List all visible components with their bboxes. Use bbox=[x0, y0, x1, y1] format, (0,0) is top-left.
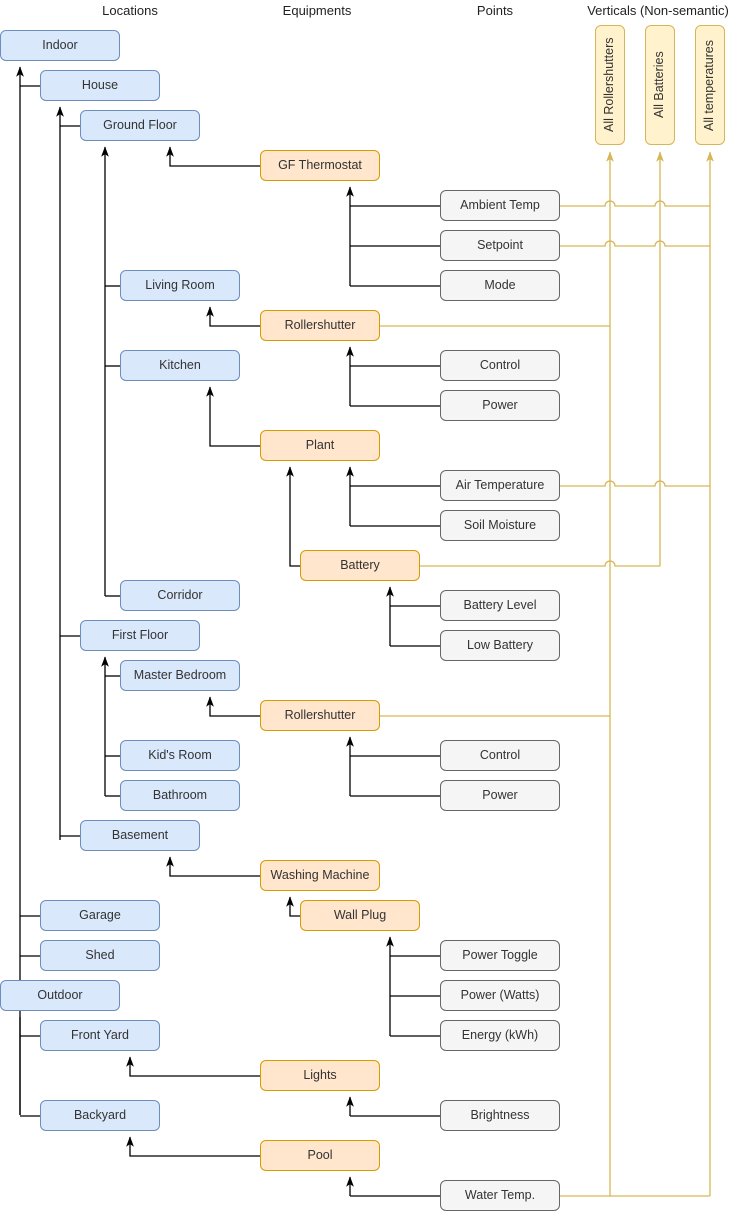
node-label: House bbox=[81, 77, 119, 92]
node-label: Water Temp. bbox=[464, 1187, 536, 1202]
node-label: Lights bbox=[303, 1067, 337, 1082]
node-label: Corridor bbox=[157, 587, 203, 602]
location-node-bathroom[interactable]: Bathroom bbox=[120, 780, 240, 811]
equipment-node-gf-thermostat[interactable]: GF Thermostat bbox=[260, 150, 380, 181]
location-node-living-room[interactable]: Living Room bbox=[120, 270, 240, 301]
equipment-node-plant[interactable]: Plant bbox=[260, 430, 380, 461]
equipment-node-lights[interactable]: Lights bbox=[260, 1060, 380, 1091]
location-node-basement[interactable]: Basement bbox=[80, 820, 200, 851]
location-node-backyard[interactable]: Backyard bbox=[40, 1100, 160, 1131]
node-label: Front Yard bbox=[71, 1027, 129, 1042]
node-label: Control bbox=[479, 747, 521, 762]
point-node-air-temperature[interactable]: Air Temperature bbox=[440, 470, 560, 501]
equipment-node-washing-machine[interactable]: Washing Machine bbox=[260, 860, 380, 891]
point-node-brightness[interactable]: Brightness bbox=[440, 1100, 560, 1131]
node-label: All Rollershutters bbox=[602, 37, 617, 133]
location-node-first-floor[interactable]: First Floor bbox=[80, 620, 200, 651]
column-header-locations: Locations bbox=[102, 3, 158, 18]
node-label: Battery Level bbox=[463, 597, 537, 612]
equipment-node-rollershutter-gf[interactable]: Rollershutter bbox=[260, 310, 380, 341]
point-node-soil-moisture[interactable]: Soil Moisture bbox=[440, 510, 560, 541]
point-node-energy-kwh[interactable]: Energy (kWh) bbox=[440, 1020, 560, 1051]
vertical-node-all-rollershutters[interactable]: All Rollershutters bbox=[595, 25, 625, 145]
node-label: Ground Floor bbox=[103, 117, 177, 132]
point-node-power-gf[interactable]: Power bbox=[440, 390, 560, 421]
column-header-verticals: Verticals (Non-semantic) bbox=[587, 3, 729, 18]
node-label: Backyard bbox=[73, 1107, 127, 1122]
point-node-ambient-temp[interactable]: Ambient Temp bbox=[440, 190, 560, 221]
point-node-battery-level[interactable]: Battery Level bbox=[440, 590, 560, 621]
node-label: Power Toggle bbox=[462, 947, 538, 962]
node-label: Brightness bbox=[470, 1107, 530, 1122]
location-node-indoor[interactable]: Indoor bbox=[0, 30, 120, 61]
node-label: Mode bbox=[484, 277, 516, 292]
node-label: Outdoor bbox=[37, 987, 83, 1002]
location-node-master-bedroom[interactable]: Master Bedroom bbox=[120, 660, 240, 691]
point-node-power-mb[interactable]: Power bbox=[440, 780, 560, 811]
node-label: Low Battery bbox=[466, 637, 533, 652]
node-label: All temperatures bbox=[702, 39, 717, 131]
point-node-control-mb[interactable]: Control bbox=[440, 740, 560, 771]
node-label: Power bbox=[482, 397, 518, 412]
node-label: Power (Watts) bbox=[460, 987, 540, 1002]
location-node-house[interactable]: House bbox=[40, 70, 160, 101]
node-label: Garage bbox=[79, 907, 121, 922]
location-node-kids-room[interactable]: Kid's Room bbox=[120, 740, 240, 771]
point-node-power-toggle[interactable]: Power Toggle bbox=[440, 940, 560, 971]
vertical-node-all-temperatures[interactable]: All temperatures bbox=[695, 25, 725, 145]
node-label: Plant bbox=[305, 437, 335, 452]
node-label: Kid's Room bbox=[148, 747, 212, 762]
node-label: Control bbox=[479, 357, 521, 372]
node-label: Wall Plug bbox=[333, 907, 387, 922]
location-node-outdoor[interactable]: Outdoor bbox=[0, 980, 120, 1011]
location-node-ground-floor[interactable]: Ground Floor bbox=[80, 110, 200, 141]
node-label: Soil Moisture bbox=[463, 517, 537, 532]
vertical-node-all-batteries[interactable]: All Batteries bbox=[645, 25, 675, 145]
node-label: Bathroom bbox=[152, 787, 208, 802]
point-node-setpoint[interactable]: Setpoint bbox=[440, 230, 560, 261]
column-header-points: Points bbox=[476, 3, 514, 18]
equipment-node-battery[interactable]: Battery bbox=[300, 550, 420, 581]
node-label: Setpoint bbox=[477, 237, 523, 252]
equipment-node-wall-plug[interactable]: Wall Plug bbox=[300, 900, 420, 931]
location-node-kitchen[interactable]: Kitchen bbox=[120, 350, 240, 381]
node-label: All Batteries bbox=[652, 51, 667, 119]
location-node-shed[interactable]: Shed bbox=[40, 940, 160, 971]
point-node-low-battery[interactable]: Low Battery bbox=[440, 630, 560, 661]
node-label: Energy (kWh) bbox=[461, 1027, 539, 1042]
location-node-front-yard[interactable]: Front Yard bbox=[40, 1020, 160, 1051]
node-label: Basement bbox=[111, 827, 169, 842]
node-label: Pool bbox=[307, 1147, 333, 1162]
node-label: Rollershutter bbox=[284, 317, 356, 332]
node-label: Shed bbox=[85, 947, 115, 962]
node-label: GF Thermostat bbox=[278, 157, 362, 172]
point-node-mode[interactable]: Mode bbox=[440, 270, 560, 301]
node-label: Indoor bbox=[42, 37, 78, 52]
node-label: Battery bbox=[340, 557, 380, 572]
location-node-garage[interactable]: Garage bbox=[40, 900, 160, 931]
node-label: Air Temperature bbox=[455, 477, 545, 492]
node-label: Master Bedroom bbox=[133, 667, 227, 682]
equipment-node-pool[interactable]: Pool bbox=[260, 1140, 380, 1171]
node-label: Washing Machine bbox=[270, 867, 370, 882]
node-label: Living Room bbox=[145, 277, 215, 292]
point-node-power-watts[interactable]: Power (Watts) bbox=[440, 980, 560, 1011]
equipment-node-rollershutter-mb[interactable]: Rollershutter bbox=[260, 700, 380, 731]
column-header-equipments: Equipments bbox=[282, 3, 352, 18]
node-label: Power bbox=[482, 787, 518, 802]
node-label: Kitchen bbox=[159, 357, 201, 372]
node-label: First Floor bbox=[111, 627, 169, 642]
point-node-water-temp[interactable]: Water Temp. bbox=[440, 1180, 560, 1211]
location-node-corridor[interactable]: Corridor bbox=[120, 580, 240, 611]
node-label: Rollershutter bbox=[284, 707, 356, 722]
node-label: Ambient Temp bbox=[460, 197, 540, 212]
point-node-control-gf[interactable]: Control bbox=[440, 350, 560, 381]
